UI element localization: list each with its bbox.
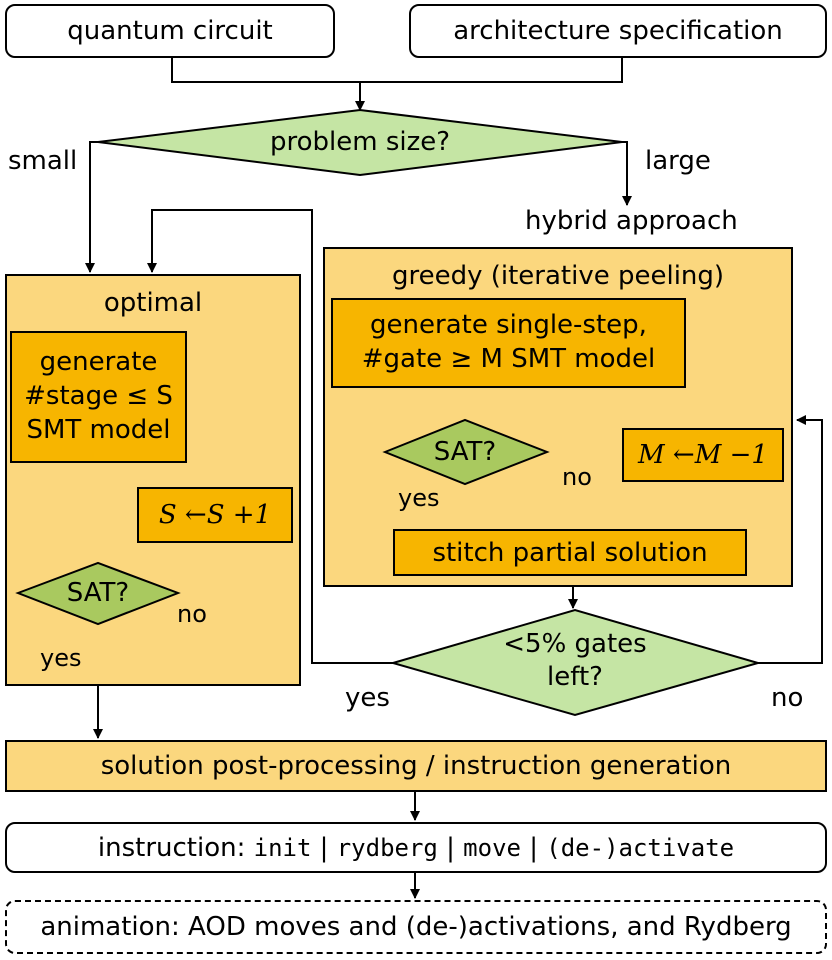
instr-rydberg: rydberg [336,833,438,862]
greedy-update-m-box: M ←M −1 [622,428,784,482]
optimal-generate-box: generate #stage ≤ S SMT model [10,331,187,463]
optimal-sat-decision: SAT? [66,578,130,608]
arrow-loop-yes [147,209,393,664]
greedy-title: greedy (iterative peeling) [391,261,725,291]
arrow-large [622,141,632,206]
arrow-small [85,141,98,273]
optimal-update-s-box: S ←S +1 [137,487,293,543]
gates-yes-label: yes [345,683,390,713]
decision-gates-left: <5% gates left? [503,629,647,692]
line-inputs-merge [171,58,623,83]
instr-init: init [253,833,312,862]
optimal-title: optimal [103,288,203,318]
post-processing-box: solution post-processing / instruction g… [5,740,827,792]
label-hybrid-approach: hybrid approach [525,206,738,236]
greedy-stitch-box: stitch partial solution [393,529,747,576]
instr-move: move [463,833,521,862]
optimal-no-label: no [177,600,207,628]
greedy-no-label: no [562,463,592,491]
greedy-sat-decision: SAT? [433,437,497,467]
greedy-generate-box: generate single-step, #gate ≥ M SMT mode… [331,298,686,388]
label-large: large [645,146,711,176]
optimal-yes-label: yes [40,644,82,672]
input-quantum-circuit: quantum circuit [5,4,335,58]
greedy-yes-label: yes [398,484,440,512]
arrow-loop-no [758,415,823,664]
instr-activate: (de-)activate [546,833,735,862]
decision-problem-size: problem size? [269,127,451,157]
gates-no-label: no [771,683,804,713]
label-small: small [8,146,78,176]
instruction-box: instruction: init | rydberg | move | (de… [5,822,827,873]
input-architecture-specification: architecture specification [409,4,827,58]
animation-box: animation: AOD moves and (de-)activation… [5,900,827,954]
